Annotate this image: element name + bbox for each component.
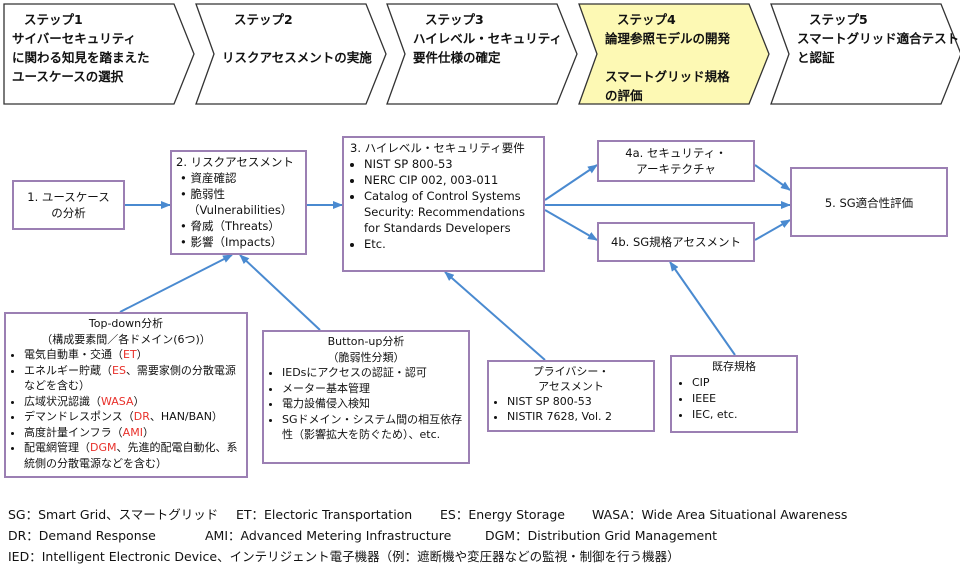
- legend-entry: SG：Smart Grid、スマートグリッド: [8, 507, 219, 522]
- risk-item: • 脆弱性: [180, 187, 225, 201]
- bottomup-item: メーター基本管理: [282, 381, 464, 397]
- step-4-line: スマートグリッド規格: [605, 69, 730, 84]
- arch-line2: アーキテクチャ: [636, 162, 716, 176]
- sg-conformance-box: 5. SG適合性評価: [790, 167, 948, 237]
- legend-line-3: IED：Intelligent Electronic Device、インテリジェ…: [8, 546, 680, 565]
- legend-entry: AMI：Advanced Metering Infrastructure: [205, 528, 452, 543]
- topdown-item: 配電網管理（DGM、先進的配電自動化、系統側の分散電源などを含む）: [24, 440, 242, 471]
- topdown-item: エネルギー貯蔵（ES、需要家側の分散電源などを含む）: [24, 363, 242, 394]
- risk-item: • 影響（Impacts）: [180, 235, 283, 249]
- step-1-line: サイバーセキュリティ: [12, 31, 137, 46]
- risk-assessment-box: 2. リスクアセスメント • 資産確認 • 脆弱性 （Vulnerabiliti…: [170, 150, 307, 255]
- domain-abbrev: WASA: [101, 394, 134, 408]
- step-5-line: と認証: [797, 50, 835, 65]
- risk-title: 2. リスクアセスメント: [176, 155, 294, 169]
- step-5-line: ステップ5: [809, 12, 868, 27]
- legend-entry: WASA：Wide Area Situational Awareness: [592, 507, 848, 522]
- step-3-line: 要件仕様の確定: [413, 50, 501, 65]
- bottomup-subtitle: （脆弱性分類）: [327, 350, 405, 364]
- topdown-item: 高度計量インフラ（AMI）: [24, 425, 242, 441]
- legend-entry: DR：Demand Response: [8, 528, 156, 543]
- arrow-sgassess-conformance: [754, 219, 791, 241]
- step-4-line: ステップ4: [617, 12, 676, 27]
- highlevel-item: NERC CIP 002, 003-011: [364, 172, 537, 188]
- risk-item: （Vulnerabilities）: [188, 203, 293, 217]
- privacy-line2: アセスメント: [538, 380, 604, 393]
- arrow-topdown-risk: [119, 254, 233, 313]
- highlevel-item: NIST SP 800-53: [364, 156, 537, 172]
- step-1-chevron: ステップ1 サイバーセキュリティに関わる知見を踏まえたユースケースの選択: [3, 3, 195, 105]
- legend-entry: ES：Energy Storage: [440, 507, 565, 522]
- security-architecture-box: 4a. セキュリティ・ アーキテクチャ: [597, 140, 755, 182]
- sg-standards-assessment-box: 4b. SG規格アセスメント: [597, 222, 755, 262]
- legend-line-1: SG：Smart Grid、スマートグリッド ET：Electoric Trans…: [8, 504, 847, 523]
- domain-abbrev: ES: [112, 363, 126, 377]
- step-1-line: ユースケースの選択: [12, 69, 124, 84]
- step-4-line: 論理参照モデルの開発: [605, 31, 731, 46]
- arrow-bottomup-risk: [239, 254, 321, 331]
- existing-standards-box: 既存規格 CIP IEEE IEC, etc.: [670, 355, 798, 433]
- highlevel-item: Catalog of Control Systems Security: Rec…: [364, 188, 537, 236]
- arrow-existing-sgassess: [669, 261, 736, 356]
- sgassess-text: 4b. SG規格アセスメント: [611, 235, 741, 249]
- step-4-line: [605, 48, 730, 67]
- legend-entry: ET：Electoric Transportation: [236, 507, 413, 522]
- bottomup-item: SGドメイン・システム間の相互依存性（影響拡大を防ぐため）、etc.: [282, 412, 464, 443]
- topdown-analysis-box: Top-down分析 （構成要素間／各ドメイン(6つ)） 電気自動車・交通（ET…: [4, 312, 248, 478]
- topdown-item: デマンドレスポンス（DR、HAN/BAN）: [24, 409, 242, 425]
- step-5-line: スマートグリッド適合テスト: [797, 31, 960, 46]
- topdown-item: 広域状況認識（WASA）: [24, 394, 242, 410]
- legend-entry: IED：Intelligent Electronic Device、インテリジェ…: [8, 549, 680, 564]
- existing-item: IEC, etc.: [692, 407, 790, 423]
- domain-abbrev: AMI: [122, 425, 143, 439]
- step-4-line: の評価: [605, 88, 643, 103]
- usecase-line1: 1. ユースケース: [27, 190, 110, 204]
- existing-item: IEEE: [692, 391, 790, 407]
- legend-entry: DGM：Distribution Grid Management: [485, 528, 718, 543]
- arrow-arch-conformance: [754, 164, 791, 191]
- risk-item: • 資産確認: [180, 171, 237, 185]
- step-4-chevron: ステップ4 論理参照モデルの開発 スマートグリッド規格の評価: [578, 3, 770, 105]
- arrow-highlevel-sgassess: [544, 209, 598, 241]
- bottomup-item: 電力設備侵入検知: [282, 396, 464, 412]
- step-3-line: ステップ3: [425, 12, 484, 27]
- topdown-subtitle: （構成要素間／各ドメイン(6つ)）: [41, 332, 211, 346]
- step-1-line: に関わる知見を踏まえた: [12, 50, 150, 65]
- domain-abbrev: ET: [123, 348, 137, 361]
- step-3-line: ハイレベル・セキュリティ: [413, 31, 563, 46]
- step-2-line: ステップ2: [234, 12, 293, 27]
- high-level-requirements-box: 3. ハイレベル・セキュリティ要件 NIST SP 800-53 NERC CI…: [342, 136, 545, 272]
- legend-line-2: DR：Demand Response AMI：Advanced Metering …: [8, 525, 717, 544]
- topdown-item: 電気自動車・交通（ET）: [24, 347, 242, 363]
- arrow-highlevel-arch: [544, 164, 598, 201]
- step-2-line: リスクアセスメントの実施: [222, 50, 372, 65]
- existing-item: CIP: [692, 375, 790, 391]
- domain-abbrev: DGM: [90, 441, 117, 454]
- usecase-analysis-box: 1. ユースケース の分析: [12, 180, 125, 230]
- conformance-text: 5. SG適合性評価: [824, 196, 914, 210]
- risk-item: • 脅威（Threats）: [180, 219, 280, 233]
- privacy-item: NISTIR 7628, Vol. 2: [507, 409, 649, 424]
- step-5-chevron: ステップ5 スマートグリッド適合テストと認証: [770, 3, 960, 105]
- arch-line1: 4a. セキュリティ・: [625, 146, 727, 160]
- step-2-chevron: ステップ2 リスクアセスメントの実施: [195, 3, 387, 105]
- bottomup-item: IEDsにアクセスの認証・認可: [282, 365, 464, 381]
- step-3-chevron: ステップ3 ハイレベル・セキュリティ要件仕様の確定: [386, 3, 578, 105]
- usecase-line2: の分析: [51, 206, 86, 220]
- privacy-line1: プライバシー・: [532, 365, 610, 378]
- step-1-line: ステップ1: [24, 12, 83, 27]
- bottomup-analysis-box: Button-up分析 （脆弱性分類） IEDsにアクセスの認証・認可 メーター…: [262, 330, 470, 464]
- topdown-title: Top-down分析: [88, 317, 164, 330]
- domain-abbrev: DR: [133, 410, 150, 423]
- highlevel-title: 3. ハイレベル・セキュリティ要件: [350, 141, 525, 155]
- privacy-assessment-box: プライバシー・ アセスメント NIST SP 800-53 NISTIR 762…: [487, 360, 655, 432]
- highlevel-item: Etc.: [364, 236, 537, 252]
- existing-title: 既存規格: [712, 360, 756, 373]
- privacy-item: NIST SP 800-53: [507, 394, 649, 409]
- step-2-line: [222, 29, 372, 48]
- bottomup-title: Button-up分析: [327, 335, 405, 348]
